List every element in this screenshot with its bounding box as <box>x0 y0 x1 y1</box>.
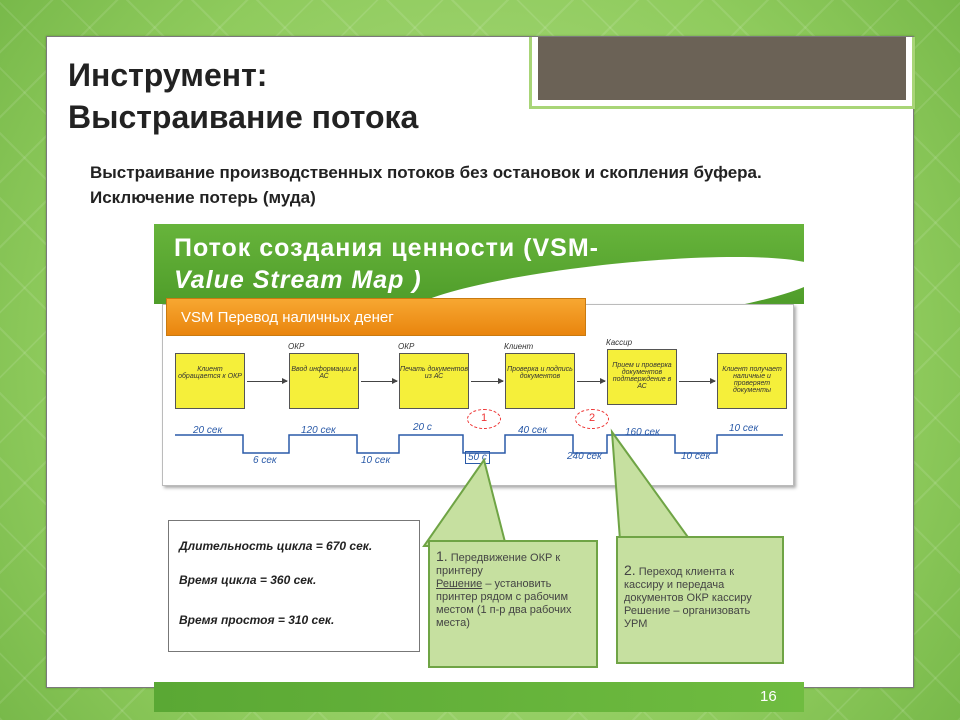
timeline-label: 20 с <box>413 422 432 433</box>
flow-arrow <box>471 378 504 384</box>
callout-pointers <box>422 428 692 547</box>
waste-marker: 1 <box>467 409 501 429</box>
timeline-label: 160 сек <box>625 427 660 438</box>
timeline-label: 120 сек <box>301 425 336 436</box>
image-footer-bar <box>154 682 804 712</box>
metrics-box: Длительность цикла = 670 сек. Время цикл… <box>168 520 420 652</box>
flow-arrow <box>247 378 288 384</box>
map-title-bar: VSM Перевод наличных денег <box>166 298 586 336</box>
page-title: Инструмент: Выстраивание потока <box>68 54 418 138</box>
flow-arrow <box>679 378 716 384</box>
page-number: 16 <box>760 688 777 705</box>
vsm-header: Поток создания ценности (VSM- Value Stre… <box>154 224 804 346</box>
subtitle: Выстраивание производственных потоков бе… <box>90 163 762 207</box>
timeline-label: 10 сек <box>729 423 759 434</box>
timeline-label: 10 сек <box>681 451 711 462</box>
flow-arrow <box>361 378 398 384</box>
timeline-label: 6 сек <box>253 455 277 466</box>
title-line-1: Инструмент: <box>68 57 268 93</box>
metric-cycle-length: Длительность цикла = 670 сек. <box>179 539 373 553</box>
metric-idle-time: Время простоя = 310 сек. <box>179 613 335 627</box>
timeline-label: 40 сек <box>518 425 548 436</box>
callout-1: 1. Передвижение ОКР к принтеру Решение –… <box>428 540 598 668</box>
flow-arrow <box>577 378 606 384</box>
timeline-label: 240 сек <box>567 451 602 462</box>
process-step: Клиент получает наличные и проверяет док… <box>717 353 787 409</box>
timeline-line <box>175 434 783 454</box>
decorative-frame <box>529 37 915 109</box>
vsm-title: Поток создания ценности (VSM- Value Stre… <box>174 234 600 294</box>
title-line-2: Выстраивание потока <box>68 99 419 135</box>
waste-marker: 2 <box>575 409 609 429</box>
timeline-label: 20 сек <box>193 425 223 436</box>
metric-cycle-time: Время цикла = 360 сек. <box>179 573 317 587</box>
process-step: Клиент обращается к ОКР <box>175 353 245 409</box>
callout-2: 2. Переход клиента к кассиру и передача … <box>616 536 784 664</box>
timeline-label: 50 с <box>465 451 490 464</box>
timeline-label: 10 сек <box>361 455 391 466</box>
